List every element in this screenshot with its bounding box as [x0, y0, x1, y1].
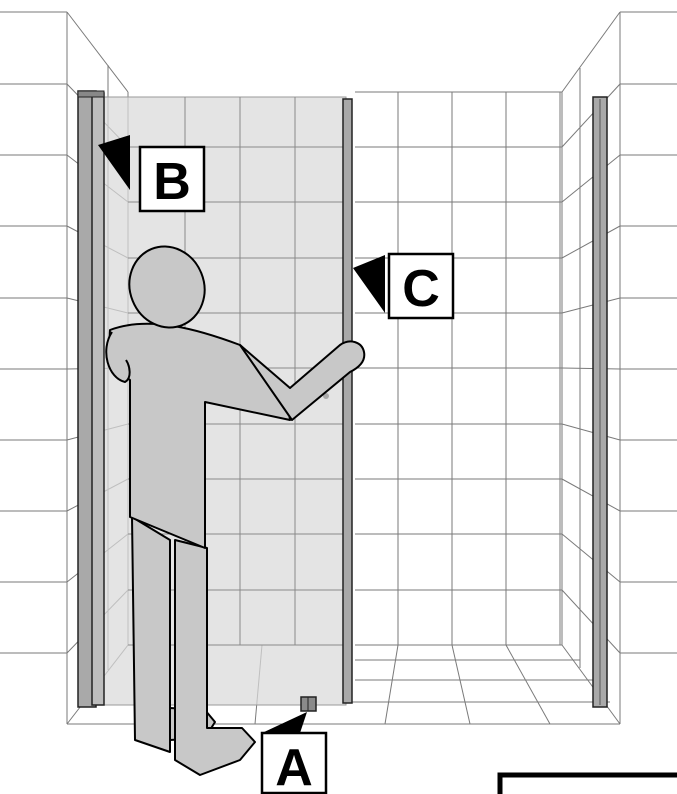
bottom-guide-block — [301, 697, 316, 711]
right-wall-profile — [593, 97, 607, 707]
callout-b-label: B — [153, 153, 191, 211]
callout-a-arrow-icon — [262, 712, 307, 733]
person-back-leg — [132, 517, 170, 752]
back-wall-tiles — [355, 92, 562, 645]
callout-a-label: A — [275, 739, 313, 794]
callout-c-arrow-icon — [353, 255, 385, 313]
door-edge-profile — [343, 99, 352, 703]
callout-c-label: C — [402, 260, 440, 318]
right-wall-tiles — [562, 12, 677, 724]
left-wall-profile — [78, 91, 104, 707]
callout-c: C — [353, 254, 453, 318]
frame-corner-mark — [500, 775, 677, 794]
